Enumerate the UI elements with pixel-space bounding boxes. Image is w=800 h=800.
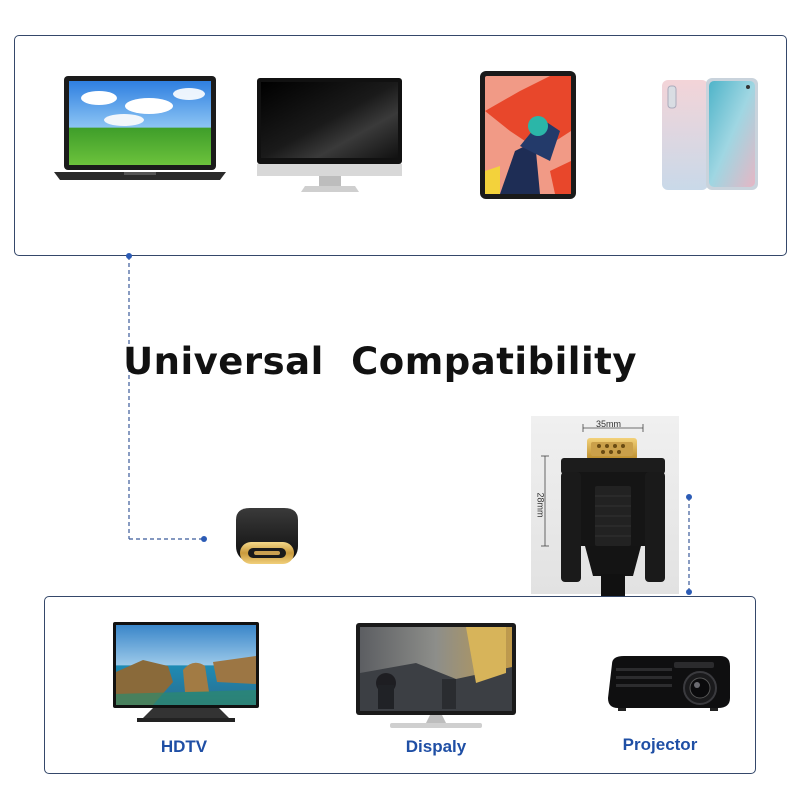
projector-label: Projector	[622, 735, 698, 754]
phone-icon	[662, 78, 758, 190]
hdtv-label: HDTV	[160, 737, 208, 756]
usb-c-plug-icon	[236, 508, 298, 564]
projector-icon	[608, 656, 730, 711]
display-label: Dispaly	[405, 737, 467, 756]
headline: Universal Compatibility	[123, 340, 637, 383]
display-icon	[356, 623, 516, 728]
tv-icon	[113, 622, 259, 722]
vga-height-label: 28mm	[535, 492, 546, 518]
monitor-icon	[257, 78, 402, 192]
laptop-icon	[54, 76, 226, 180]
vga-width-label: 35mm	[596, 419, 622, 429]
tablet-icon	[480, 71, 576, 199]
vga-plug-icon	[541, 424, 665, 602]
